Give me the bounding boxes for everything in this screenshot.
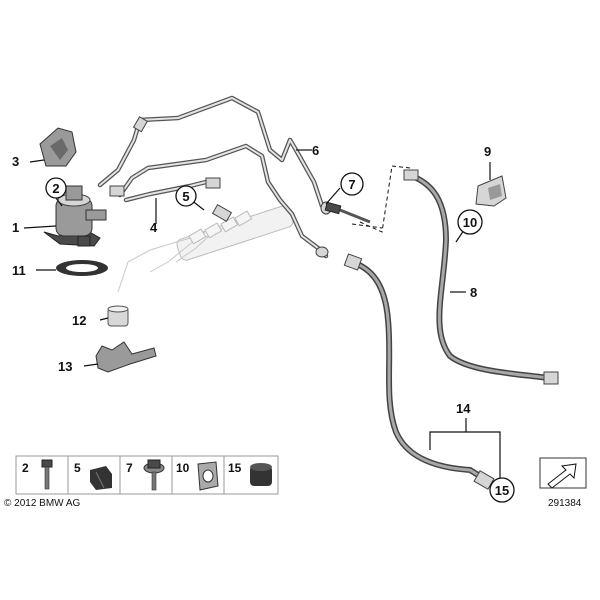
strip-grommet-icon <box>250 463 272 486</box>
leader-lines <box>23 149 501 480</box>
label-2: 2 <box>52 181 59 196</box>
direction-icon-box <box>539 457 587 489</box>
strip-label-7: 7 <box>126 461 133 475</box>
strip-bolt-icon <box>41 459 53 490</box>
arrow-icon <box>547 463 577 489</box>
parts-strip: 2 5 7 10 15 <box>15 455 279 495</box>
label-11: 11 <box>12 263 26 278</box>
strip-rubber-block-icon <box>90 466 112 490</box>
strip-label-2: 2 <box>22 461 29 475</box>
high-pressure-pump-1 <box>43 185 107 247</box>
cover-part-3 <box>39 127 77 167</box>
label-7: 7 <box>348 177 355 192</box>
callout-circle-10 <box>457 209 483 235</box>
label-9: 9 <box>484 144 491 159</box>
label-4: 4 <box>150 220 158 235</box>
pipe-4 <box>123 177 233 223</box>
dashed-connector <box>359 165 411 233</box>
label-14: 14 <box>456 401 471 416</box>
strip-flange-bolt-icon <box>143 459 165 491</box>
label-1: 1 <box>12 220 19 235</box>
strip-clip-icon <box>197 461 219 491</box>
strip-label-5: 5 <box>74 461 81 475</box>
dashed-connector-2 <box>351 223 383 229</box>
strip-label-15: 15 <box>228 461 242 475</box>
callout-circle-2 <box>45 177 67 199</box>
holder-9 <box>475 175 507 207</box>
label-6: 6 <box>312 143 319 158</box>
strip-label-10: 10 <box>176 461 190 475</box>
callout-circle-5 <box>175 185 197 207</box>
gasket-11 <box>56 260 108 276</box>
label-13: 13 <box>58 359 72 374</box>
copyright-text: © 2012 BMW AG <box>4 498 81 509</box>
callout-circle-15 <box>489 477 515 503</box>
bushing-12 <box>107 305 129 327</box>
callouts: 3 2 1 4 5 6 7 8 9 10 11 12 13 14 15 <box>12 143 515 503</box>
label-15: 15 <box>495 483 509 498</box>
bolt-7 <box>324 201 371 224</box>
fuel-hose-14 <box>343 253 495 490</box>
callout-circle-7 <box>340 172 364 196</box>
label-5: 5 <box>182 189 189 204</box>
bracket-13 <box>95 341 157 373</box>
label-12: 12 <box>72 313 86 328</box>
label-10: 10 <box>463 215 477 230</box>
high-pressure-lines <box>97 95 333 259</box>
fuel-hose-8 <box>403 169 559 385</box>
fuel-rail-assembly <box>117 205 294 293</box>
label-8: 8 <box>470 285 477 300</box>
label-3: 3 <box>12 154 19 169</box>
diagram-number: 291384 <box>548 498 582 509</box>
